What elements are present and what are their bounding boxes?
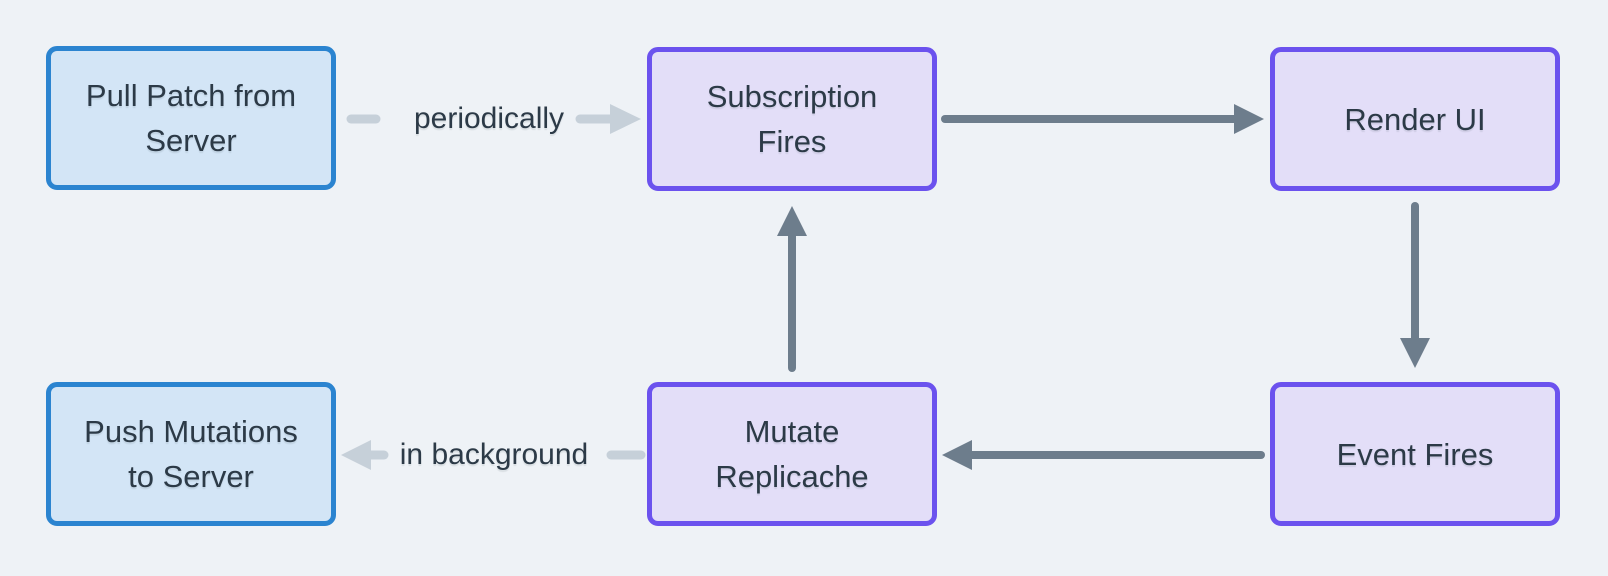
edge-render-to-event	[1400, 202, 1430, 368]
arrowhead-down-icon	[1400, 338, 1430, 368]
arrowhead-up-icon	[777, 206, 807, 236]
node-mutate-replicache: Mutate Replicache	[647, 382, 937, 526]
arrowhead-right-icon	[1234, 104, 1264, 134]
node-event-fires: Event Fires	[1270, 382, 1560, 526]
node-subscription-fires: Subscription Fires	[647, 47, 937, 191]
node-push-mutations-to-server: Push Mutations to Server	[46, 382, 336, 526]
arrowhead-left-icon	[942, 440, 972, 470]
arrowhead-right-icon	[610, 104, 641, 134]
node-render-ui: Render UI	[1270, 47, 1560, 191]
edge-event-to-mutate	[942, 440, 1265, 470]
node-pull-patch-from-server: Pull Patch from Server	[46, 46, 336, 190]
arrowhead-left-icon	[341, 440, 371, 470]
edge-label-periodically: periodically	[413, 102, 565, 135]
edge-mutate-to-subscription	[777, 206, 807, 372]
edge-subscription-to-render	[941, 104, 1264, 134]
edge-label-in-background: in background	[399, 438, 589, 471]
